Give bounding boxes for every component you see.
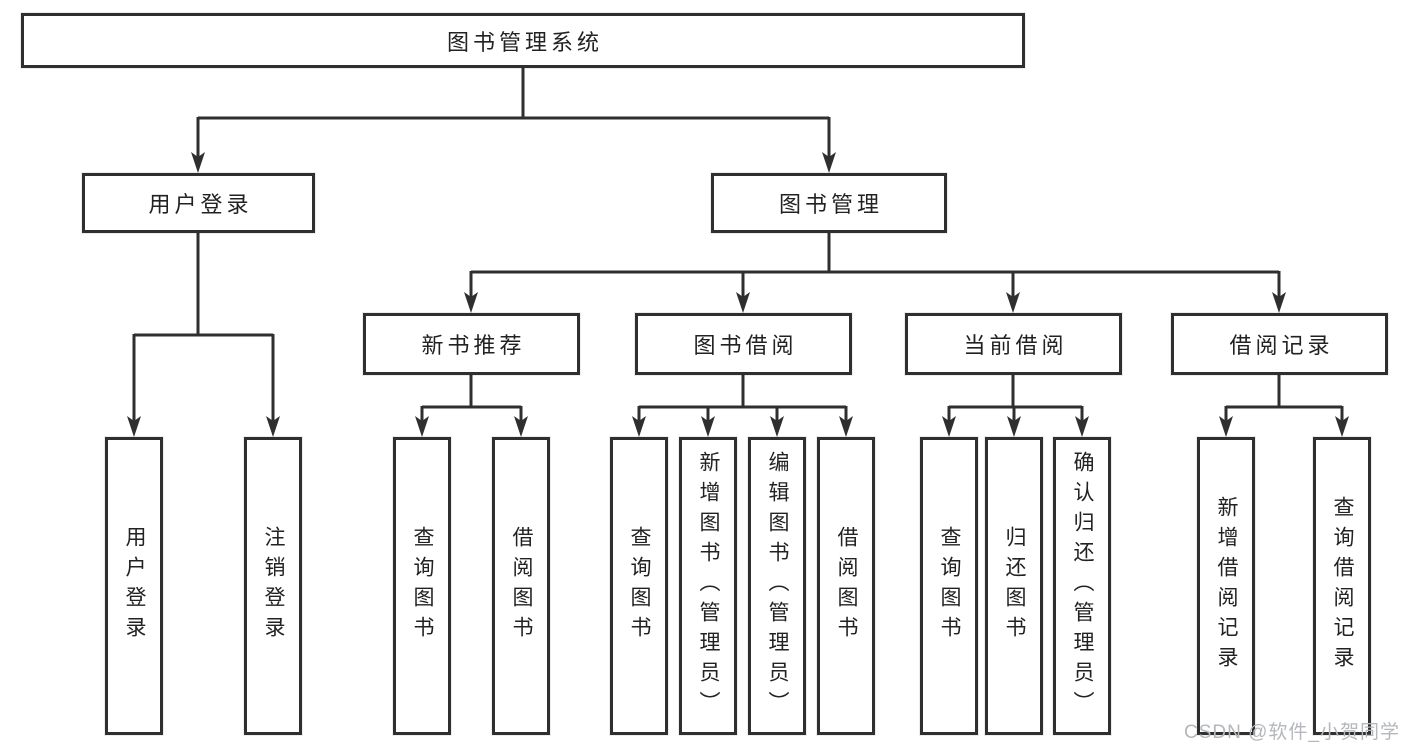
leaf-edit-books-admin-label: 编辑图书（管理员） bbox=[766, 451, 789, 721]
leaf-borrow-borrow-books: 借阅图书 bbox=[817, 437, 875, 735]
leaf-edit-books-admin: 编辑图书（管理员） bbox=[748, 437, 806, 735]
leaf-add-borrow-record: 新增借阅记录 bbox=[1197, 437, 1255, 735]
leaf-logout-label: 注销登录 bbox=[262, 526, 285, 646]
leaf-query-borrow-record: 查询借阅记录 bbox=[1313, 437, 1371, 735]
node-root-title: 图书管理系统 bbox=[21, 13, 1025, 68]
leaf-current-query-books: 查询图书 bbox=[920, 437, 978, 735]
leaf-confirm-return-admin-label: 确认归还（管理员） bbox=[1071, 451, 1094, 721]
leaf-borrow-query-books-label: 查询图书 bbox=[628, 526, 651, 646]
node-borrowing-records: 借阅记录 bbox=[1171, 313, 1388, 375]
leaf-confirm-return-admin: 确认归还（管理员） bbox=[1053, 437, 1111, 735]
node-book-management: 图书管理 bbox=[711, 173, 947, 233]
leaf-current-query-books-label: 查询图书 bbox=[938, 526, 961, 646]
leaf-newbooks-borrow-books: 借阅图书 bbox=[492, 437, 550, 735]
leaf-user-login: 用户登录 bbox=[105, 437, 163, 735]
leaf-logout: 注销登录 bbox=[244, 437, 302, 735]
leaf-newbooks-borrow-books-label: 借阅图书 bbox=[510, 526, 533, 646]
leaf-return-books-label: 归还图书 bbox=[1003, 526, 1026, 646]
node-book-borrowing: 图书借阅 bbox=[635, 313, 852, 375]
leaf-borrow-query-books: 查询图书 bbox=[610, 437, 668, 735]
node-current-borrowing: 当前借阅 bbox=[905, 313, 1122, 375]
leaf-add-borrow-record-label: 新增借阅记录 bbox=[1215, 496, 1238, 676]
leaf-add-books-admin-label: 新增图书（管理员） bbox=[697, 451, 720, 721]
leaf-return-books: 归还图书 bbox=[985, 437, 1043, 735]
leaf-query-borrow-record-label: 查询借阅记录 bbox=[1331, 496, 1354, 676]
leaf-borrow-borrow-books-label: 借阅图书 bbox=[835, 526, 858, 646]
leaf-add-books-admin: 新增图书（管理员） bbox=[679, 437, 737, 735]
node-user-login: 用户登录 bbox=[82, 173, 315, 233]
leaf-newbooks-query-books: 查询图书 bbox=[393, 437, 451, 735]
leaf-newbooks-query-books-label: 查询图书 bbox=[411, 526, 434, 646]
leaf-user-login-label: 用户登录 bbox=[123, 526, 146, 646]
csdn-watermark: CSDN @软件_小贺同学 bbox=[1184, 722, 1400, 743]
node-new-book-recommend: 新书推荐 bbox=[363, 313, 580, 375]
